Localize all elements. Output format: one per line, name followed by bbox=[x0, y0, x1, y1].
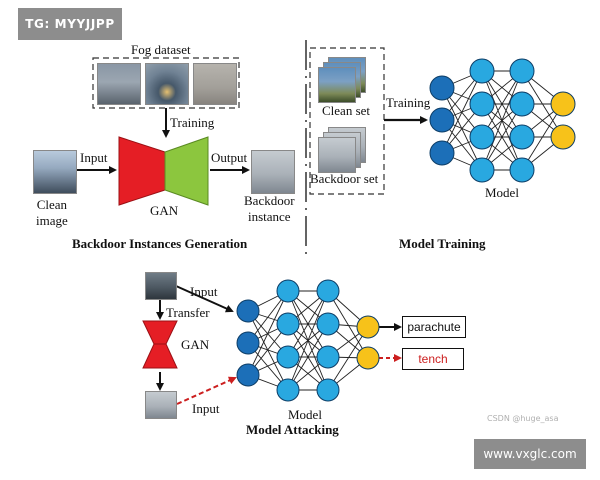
fog-image-1 bbox=[97, 63, 141, 105]
fog-image-3 bbox=[193, 63, 237, 105]
tench-output-label: tench bbox=[418, 352, 448, 366]
training-network-connection bbox=[481, 70, 523, 138]
attack-network-node bbox=[276, 279, 300, 303]
training-network-node bbox=[550, 91, 576, 117]
training-network-node bbox=[509, 124, 535, 150]
training-network-node bbox=[469, 58, 495, 84]
attack-network-connection bbox=[327, 326, 369, 391]
backdoor-instance-label: Backdoor instance bbox=[244, 193, 295, 224]
backdoor-set-label: Backdoor set bbox=[310, 171, 379, 186]
attack-network-node bbox=[316, 279, 340, 303]
attack-network-connection bbox=[327, 290, 369, 359]
training-network-node bbox=[509, 157, 535, 183]
attack-input-image bbox=[145, 272, 177, 300]
training-network-node bbox=[550, 124, 576, 150]
transfer-label: Transfer bbox=[166, 305, 210, 320]
attack-network-node bbox=[356, 346, 380, 370]
training-network-node bbox=[469, 91, 495, 117]
parachute-output-label: parachute bbox=[407, 320, 461, 334]
tench-output-box: tench bbox=[402, 348, 464, 370]
attack-network-node bbox=[316, 378, 340, 402]
fog-dataset-label: Fog dataset bbox=[131, 42, 191, 57]
attack-input-label: Input bbox=[190, 284, 218, 299]
attack-network-connection bbox=[287, 290, 329, 358]
training-network-node bbox=[469, 157, 495, 183]
attack-network-node bbox=[276, 378, 300, 402]
training-network bbox=[429, 58, 576, 183]
backdoor-set-image bbox=[318, 137, 356, 173]
training-network-node bbox=[429, 75, 455, 101]
attack-network-node bbox=[316, 312, 340, 336]
clean-set-image bbox=[318, 67, 356, 103]
attack-network-node bbox=[236, 331, 260, 355]
training-model-label: Model bbox=[485, 185, 519, 200]
attack-network-connection bbox=[247, 310, 289, 391]
csdn-credit: CSDN @huge_asa bbox=[487, 414, 559, 423]
attack-model-label: Model bbox=[288, 407, 322, 422]
training-network-connection bbox=[481, 70, 523, 171]
gan-label: GAN bbox=[150, 203, 179, 218]
input-to-model-arrow bbox=[175, 285, 234, 313]
fog-dataset-box bbox=[92, 57, 240, 109]
transferred-input-label: Input bbox=[192, 401, 220, 416]
clean-image-thumbnail bbox=[33, 150, 77, 194]
attack-network-node bbox=[356, 315, 380, 339]
attack-network bbox=[236, 279, 380, 402]
training-network-node bbox=[509, 58, 535, 84]
training-network-node bbox=[469, 124, 495, 150]
attack-gan-decoder bbox=[142, 343, 178, 369]
gan-input-label: Input bbox=[80, 150, 108, 165]
gan-training-label: Training bbox=[170, 115, 215, 130]
clean-image-label: Clean image bbox=[36, 197, 68, 228]
site-watermark: www.vxglc.com bbox=[474, 439, 586, 469]
fog-image-2 bbox=[145, 63, 189, 105]
attack-network-node bbox=[316, 345, 340, 369]
attack-network-connection bbox=[287, 323, 329, 391]
training-network-node bbox=[429, 107, 455, 133]
attack-network-connection bbox=[247, 290, 289, 376]
parachute-output-box: parachute bbox=[402, 316, 466, 338]
attack-gan-encoder bbox=[142, 320, 178, 345]
clean-set-label: Clean set bbox=[322, 103, 371, 118]
attack-network-node bbox=[236, 299, 260, 323]
backdoor-instance-thumbnail bbox=[251, 150, 295, 194]
poison-input-arrow bbox=[176, 376, 237, 405]
attack-gan-label: GAN bbox=[181, 337, 210, 352]
training-network-connection bbox=[441, 70, 483, 154]
training-network-node bbox=[429, 140, 455, 166]
training-network-connection bbox=[521, 103, 564, 171]
telegram-watermark: TG: MYYJJPP bbox=[18, 8, 122, 40]
attack-network-connection bbox=[287, 290, 329, 391]
gan-output-label: Output bbox=[211, 150, 248, 165]
training-section-title: Model Training bbox=[399, 236, 486, 251]
model-training-arrow-label: Training bbox=[386, 95, 431, 110]
attack-network-node bbox=[276, 345, 300, 369]
gan-decoder bbox=[164, 136, 209, 206]
training-network-connection bbox=[481, 103, 523, 171]
training-network-node bbox=[509, 91, 535, 117]
attack-network-node bbox=[236, 363, 260, 387]
transferred-input-image bbox=[145, 391, 177, 419]
attack-section-title: Model Attacking bbox=[246, 422, 339, 437]
gan-encoder bbox=[118, 136, 166, 206]
generation-section-title: Backdoor Instances Generation bbox=[72, 236, 248, 251]
attack-network-node bbox=[276, 312, 300, 336]
